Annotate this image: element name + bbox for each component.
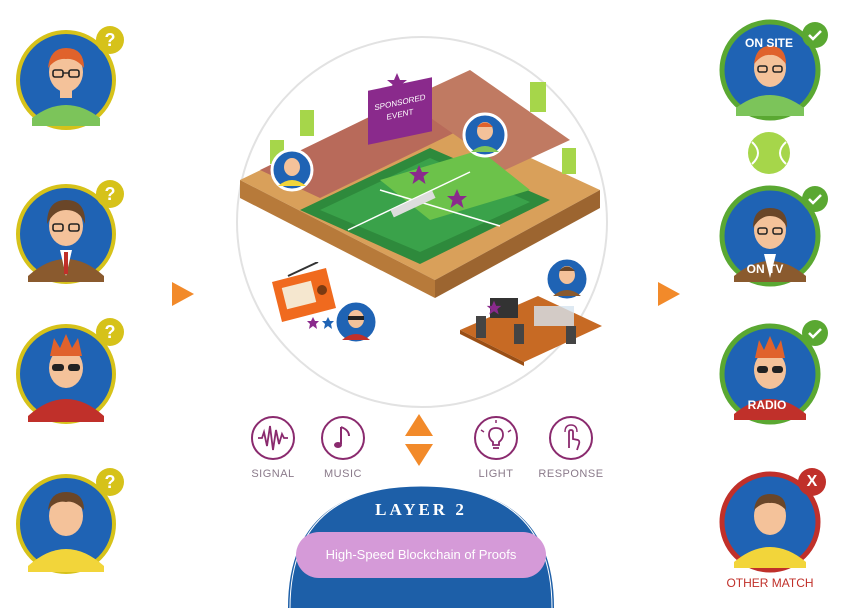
- on-site-label: ON SITE: [744, 36, 793, 50]
- signal-label: SIGNAL: [251, 468, 295, 480]
- music-label: MUSIC: [324, 468, 362, 480]
- response-label: RESPONSE: [538, 468, 604, 480]
- left-viewer-3: [14, 320, 126, 424]
- other-match-label: OTHER MATCH: [726, 576, 814, 590]
- unknown-badge-icon: ?: [96, 468, 124, 496]
- up-down-arrows-icon: [403, 412, 435, 470]
- unknown-badge-icon: ?: [96, 26, 124, 54]
- star-icon: [446, 188, 468, 210]
- left-viewer-1: [14, 26, 126, 130]
- on-tv-label: ON TV: [746, 262, 784, 276]
- right-viewer-other-match: [718, 470, 826, 574]
- music-icon: [319, 414, 367, 462]
- arrow-right-icon: [170, 280, 196, 308]
- tennis-ball-icon: [746, 130, 792, 176]
- unknown-badge-icon: ?: [96, 180, 124, 208]
- layer-subtitle: High-Speed Blockchain of Proofs: [325, 547, 517, 562]
- stand-viewer-avatar: [270, 148, 314, 192]
- star-icon: [408, 164, 430, 186]
- layer-title: LAYER 2: [375, 500, 467, 519]
- layer-2-dome: [288, 482, 554, 608]
- right-viewer-on-tv: [718, 184, 826, 288]
- light-icon: [472, 414, 520, 462]
- right-viewer-radio: [718, 322, 826, 426]
- right-viewer-on-site: [718, 18, 826, 122]
- unknown-badge-icon: ?: [96, 318, 124, 346]
- left-viewer-4: [14, 470, 126, 574]
- tv-viewer-avatar: [544, 256, 590, 302]
- x-badge-icon: X: [798, 468, 826, 496]
- radio-device-icon: [266, 262, 346, 332]
- arrow-right-icon: [656, 280, 682, 308]
- left-viewer-2: [14, 180, 126, 284]
- star-icon: [306, 316, 336, 330]
- radio-label: RADIO: [747, 398, 787, 412]
- stand-viewer-avatar: [462, 112, 508, 158]
- check-badge-icon: [802, 186, 828, 212]
- response-icon: [547, 414, 595, 462]
- light-label: LIGHT: [478, 468, 514, 480]
- check-badge-icon: [802, 320, 828, 346]
- star-icon: [386, 72, 408, 94]
- tv-room-icon: [456, 276, 606, 366]
- signal-icon: [249, 414, 297, 462]
- star-icon: [486, 300, 502, 316]
- radio-listener-avatar: [332, 298, 380, 346]
- check-badge-icon: [802, 22, 828, 48]
